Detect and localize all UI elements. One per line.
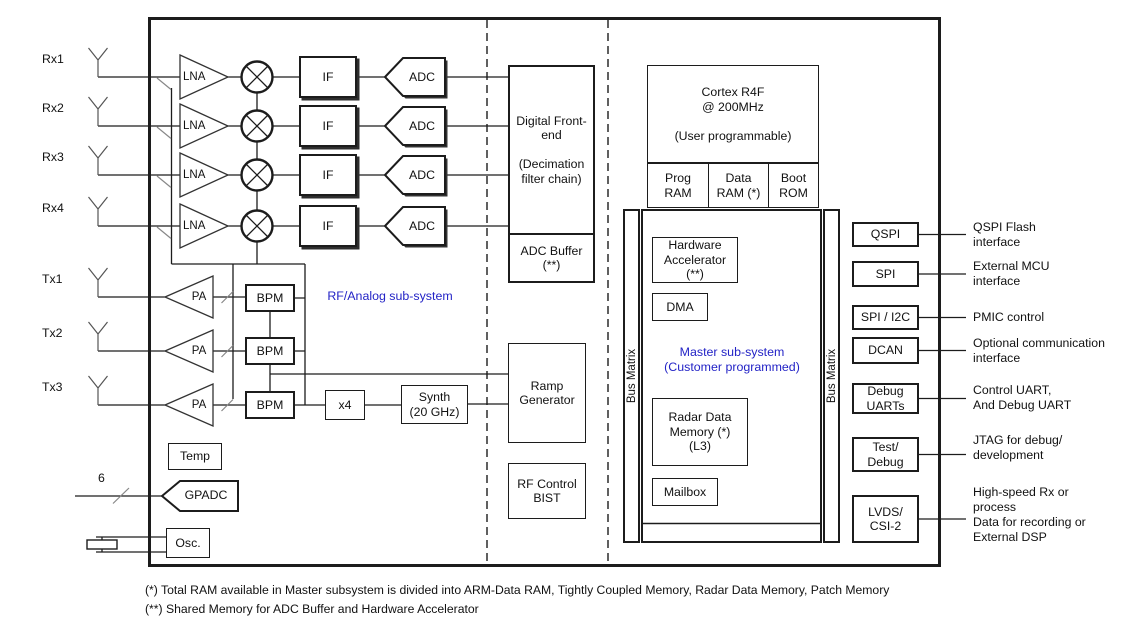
interface-connectors xyxy=(919,233,966,520)
data-ram-block: Data RAM (*) xyxy=(709,164,769,207)
coupler-slash-marks xyxy=(112,77,234,504)
spi-desc: External MCU interface xyxy=(973,259,1050,288)
signal-wires xyxy=(75,76,508,553)
spi-i2c-block: SPI / I2C xyxy=(852,305,919,330)
spi-block: SPI xyxy=(852,261,919,287)
adc-label: ADC xyxy=(409,119,435,133)
gpadc-pentagon xyxy=(160,480,239,512)
if-block: IF xyxy=(299,154,357,196)
lna-label: LNA xyxy=(183,71,206,83)
bus-matrix-right-label: Bus Matrix xyxy=(825,348,838,404)
footnote-1: (*) Total RAM available in Master subsys… xyxy=(145,583,890,597)
bpm-block: BPM xyxy=(245,391,295,419)
lna-triangles xyxy=(179,53,230,250)
radar-data-memory-block: Radar Data Memory (*) (L3) xyxy=(652,398,748,466)
prog-ram-block: Prog RAM xyxy=(648,164,709,207)
test-debug-desc: JTAG for debug/ development xyxy=(973,433,1063,462)
dma-block: DMA xyxy=(652,293,708,321)
if-block: IF xyxy=(299,105,357,147)
debug-uarts-desc: Control UART, And Debug UART xyxy=(973,383,1072,412)
osc-block: Osc. xyxy=(166,528,210,558)
rf-control-bist-block: RF Control BIST xyxy=(508,463,586,519)
lvds-csi2-desc: High-speed Rx or process Data for record… xyxy=(973,485,1086,544)
ramp-generator-block: Ramp Generator xyxy=(508,343,586,443)
dcan-block: DCAN xyxy=(852,337,919,364)
qspi-desc: QSPI Flash interface xyxy=(973,220,1036,249)
tx2-label: Tx2 xyxy=(42,326,63,340)
tx1-label: Tx1 xyxy=(42,272,63,286)
temp-sensor-block: Temp xyxy=(168,443,222,470)
pa-label: PA xyxy=(191,345,207,357)
bpm-block: BPM xyxy=(245,284,295,312)
rx2-label: Rx2 xyxy=(42,101,64,115)
gpadc-label: GPADC xyxy=(184,488,228,502)
chip-border xyxy=(148,17,941,567)
if-block: IF xyxy=(299,56,357,98)
digital-front-end-block: Digital Front- end (Decimation filter ch… xyxy=(508,65,595,235)
lna-label: LNA xyxy=(183,220,206,232)
tx3-label: Tx3 xyxy=(42,380,63,394)
gpadc-bus-width-label: 6 xyxy=(98,471,105,485)
debug-uarts-block: Debug UARTs xyxy=(852,383,919,414)
lna-label: LNA xyxy=(183,169,206,181)
cortex-r4f-block: Cortex R4F @ 200MHz (User programmable) xyxy=(647,65,819,163)
lvds-csi2-block: LVDS/ CSI-2 xyxy=(852,495,919,543)
master-section-label: Master sub-system (Customer programmed) xyxy=(664,345,800,375)
adc-label: ADC xyxy=(409,219,435,233)
pa-triangles xyxy=(163,275,214,427)
crystal-icon xyxy=(86,539,118,550)
rf-analog-section-label: RF/Analog sub-system xyxy=(327,289,453,303)
mailbox-block: Mailbox xyxy=(652,478,718,506)
hardware-accelerator-block: Hardware Accelerator (**) xyxy=(652,237,738,283)
antenna-icons xyxy=(88,47,108,405)
lna-label: LNA xyxy=(183,120,206,132)
synth-block: Synth (20 GHz) xyxy=(401,385,468,424)
bus-matrix-left: Bus Matrix xyxy=(623,209,640,543)
pa-label: PA xyxy=(191,291,207,303)
adc-buffer-block: ADC Buffer (**) xyxy=(508,233,595,283)
spi-i2c-desc: PMIC control xyxy=(973,310,1045,324)
qspi-block: QSPI xyxy=(852,222,919,247)
dcan-desc: Optional communication interface xyxy=(973,336,1105,365)
if-block: IF xyxy=(299,205,357,247)
rx4-label: Rx4 xyxy=(42,201,64,215)
ram-row: Prog RAM Data RAM (*) Boot ROM xyxy=(647,163,819,208)
rx1-label: Rx1 xyxy=(42,52,64,66)
footnote-2: (**) Shared Memory for ADC Buffer and Ha… xyxy=(145,602,479,616)
lo-distribution xyxy=(170,88,306,405)
pa-label: PA xyxy=(191,399,207,411)
adc-label: ADC xyxy=(409,70,435,84)
adc-pentagons xyxy=(383,57,448,248)
boot-rom-block: Boot ROM xyxy=(779,171,808,200)
master-subsystem-box xyxy=(641,209,822,543)
adc-label: ADC xyxy=(409,168,435,182)
bus-matrix-right: Bus Matrix xyxy=(823,209,840,543)
bus-matrix-left-label: Bus Matrix xyxy=(625,348,638,404)
test-debug-block: Test/ Debug xyxy=(852,437,919,472)
rx3-label: Rx3 xyxy=(42,150,64,164)
x4-multiplier-block: x4 xyxy=(325,390,365,420)
bpm-block: BPM xyxy=(245,337,295,365)
mixer-icons xyxy=(240,60,274,243)
